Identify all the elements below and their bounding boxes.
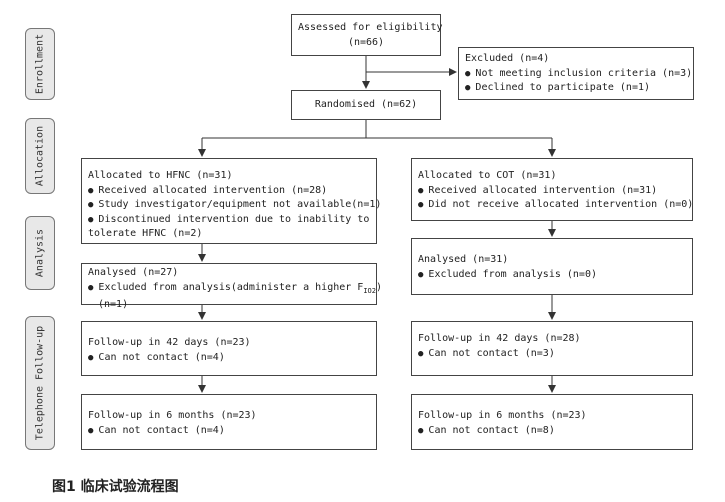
hfnc-allocation-item: Study investigator/equipment not availab… xyxy=(88,198,381,213)
cot-followup-6m-box: Follow-up in 6 months (n=23) Can not con… xyxy=(411,394,693,450)
excluded-item: Not meeting inclusion criteria (n=3) xyxy=(465,67,692,82)
assessed-box: Assessed for eligibility (n=66) xyxy=(291,14,443,56)
cot-allocation-item: Received allocated intervention (n=31) xyxy=(418,184,686,199)
cot-analysed-title: Analysed (n=31) xyxy=(418,254,509,265)
cot-followup-6m-title: Follow-up in 6 months (n=23) xyxy=(418,410,587,421)
cot-followup-42-box: Follow-up in 42 days (n=28) Can not cont… xyxy=(411,321,693,376)
cot-allocation-item: Did not receive allocated intervention (… xyxy=(418,198,693,213)
hfnc-analysed-item: Excluded from analysis(administer a high… xyxy=(88,281,382,299)
stage-label-followup: Telephone Follow-up xyxy=(25,316,55,450)
hfnc-followup-42-box: Follow-up in 42 days (n=23) Can not cont… xyxy=(81,321,377,376)
hfnc-allocation-item: Received allocated intervention (n=28) xyxy=(88,184,370,199)
cot-allocation-title: Allocated to COT (n=31) xyxy=(418,170,557,181)
hfnc-allocation-item: Discontinued intervention due to inabili… xyxy=(88,213,370,228)
randomised-box: Randomised (n=62) xyxy=(291,90,441,120)
fio2-subscript: IO2 xyxy=(363,286,376,295)
cot-analysed-item: Excluded from analysis (n=0) xyxy=(418,268,686,283)
hfnc-allocation-title: Allocated to HFNC (n=31) xyxy=(88,170,233,181)
assessed-title: Assessed for eligibility xyxy=(298,22,443,33)
hfnc-followup-6m-box: Follow-up in 6 months (n=23) Can not con… xyxy=(81,394,377,450)
stage-label-analysis: Analysis xyxy=(25,216,55,290)
cot-followup-42-title: Follow-up in 42 days (n=28) xyxy=(418,333,581,344)
excluded-title: Excluded (n=4) xyxy=(465,53,550,64)
cot-followup-6m-item: Can not contact (n=8) xyxy=(418,424,686,439)
hfnc-followup-6m-item: Can not contact (n=4) xyxy=(88,424,370,439)
excluded-item: Declined to participate (n=1) xyxy=(465,81,687,96)
hfnc-analysed-item-text: Excluded from analysis(administer a high… xyxy=(98,281,364,293)
hfnc-analysed-continuation: (n=1) xyxy=(98,299,129,310)
hfnc-allocation-continuation: tolerate HFNC (n=2) xyxy=(88,228,203,239)
hfnc-allocation-box: Allocated to HFNC (n=31) Received alloca… xyxy=(81,158,381,244)
hfnc-followup-42-item: Can not contact (n=4) xyxy=(88,351,370,366)
figure-caption: 图1 临床试验流程图 xyxy=(52,479,179,495)
stage-label-enrollment: Enrollment xyxy=(25,28,55,100)
hfnc-followup-6m-title: Follow-up in 6 months (n=23) xyxy=(88,410,257,421)
cot-followup-42-item: Can not contact (n=3) xyxy=(418,347,686,362)
cot-analysed-box: Analysed (n=31) Excluded from analysis (… xyxy=(411,238,693,295)
excluded-box: Excluded (n=4) Not meeting inclusion cri… xyxy=(458,47,694,100)
stage-label-allocation: Allocation xyxy=(25,118,55,194)
assessed-count: (n=66) xyxy=(347,36,385,48)
hfnc-analysed-box: Analysed (n=27) Excluded from analysis(a… xyxy=(81,263,382,310)
cot-allocation-box: Allocated to COT (n=31) Received allocat… xyxy=(411,158,693,221)
randomised-text: Randomised (n=62) xyxy=(314,99,418,110)
hfnc-analysed-title: Analysed (n=27) xyxy=(88,267,179,278)
hfnc-followup-42-title: Follow-up in 42 days (n=23) xyxy=(88,337,251,348)
